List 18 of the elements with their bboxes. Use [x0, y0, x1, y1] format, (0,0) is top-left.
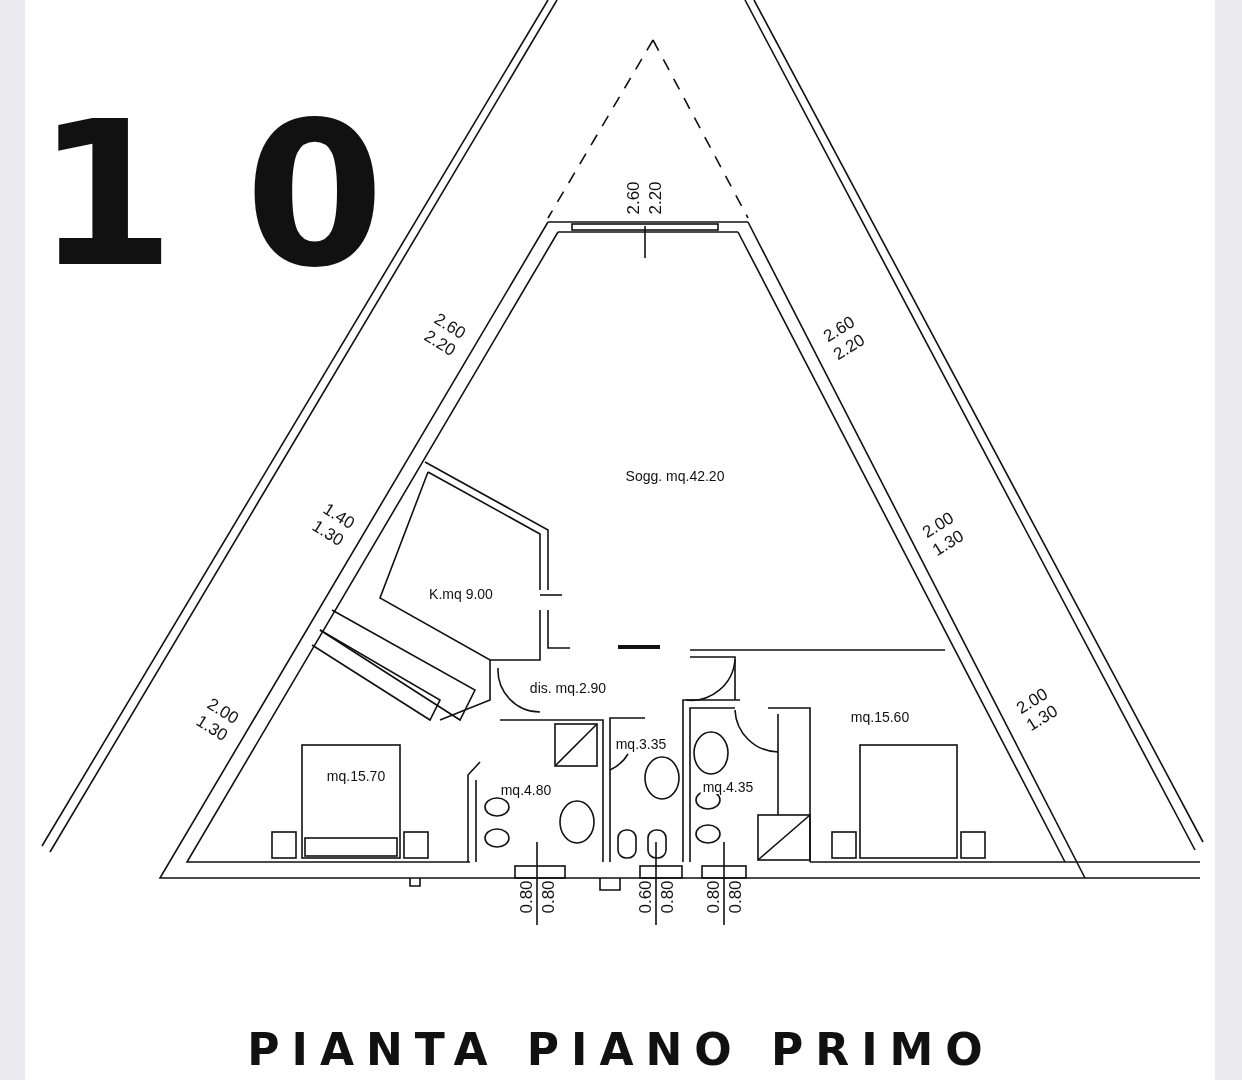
room-area-label: mq.15.60	[848, 710, 912, 724]
room-area-label: mq.4.80	[498, 783, 554, 797]
dimension-text: 0.80	[517, 880, 535, 914]
plan-title: PIANTA PIANO PRIMO	[247, 1028, 995, 1072]
room-area-label: dis. mq.2.90	[527, 681, 609, 695]
dimension-text: 0.60	[636, 880, 654, 914]
dimension-text: 2.60	[624, 181, 642, 215]
room-area-label: mq.3.35	[613, 737, 669, 751]
room-area-label: mq.15.70	[324, 769, 388, 783]
dimension-text: 0.80	[539, 880, 557, 914]
room-area-label: Sogg. mq.42.20	[623, 469, 727, 483]
dimension-text: 0.80	[726, 880, 744, 914]
dimension-text: 0.80	[704, 880, 722, 914]
dimension-text: 0.80	[658, 880, 676, 914]
sheet-number: 10	[35, 95, 455, 295]
room-area-label: mq.4.35	[700, 780, 756, 794]
room-area-label: K.mq 9.00	[427, 587, 495, 601]
dimension-text: 2.20	[646, 181, 664, 215]
